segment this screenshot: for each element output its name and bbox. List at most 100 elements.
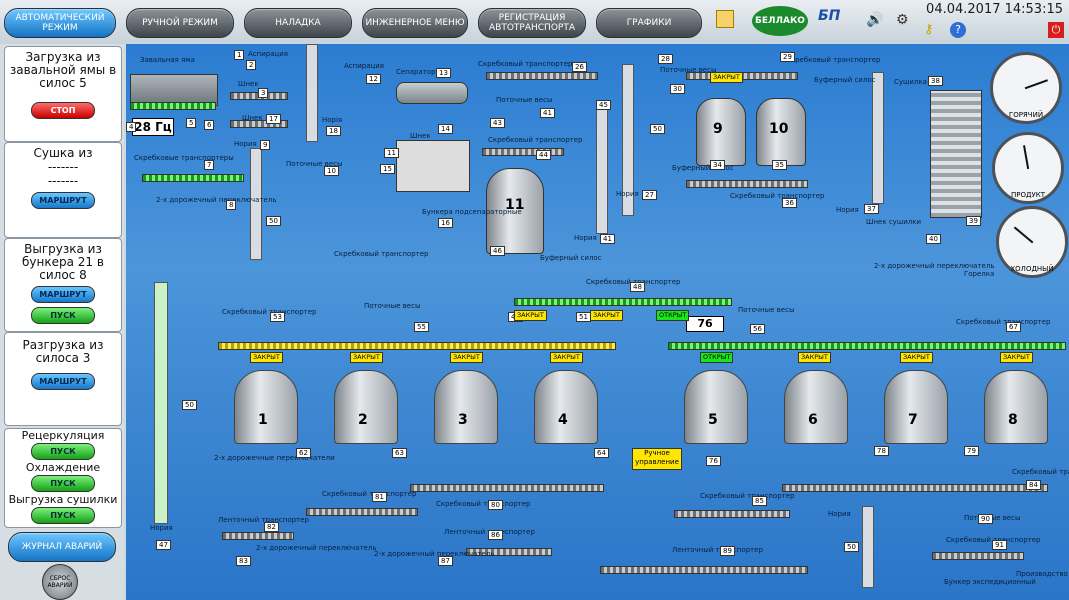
buffer-silo-11[interactable]: 11: [486, 168, 544, 254]
equipment-number[interactable]: 12: [366, 74, 381, 84]
equipment-number[interactable]: 82: [264, 522, 279, 532]
silo-6[interactable]: 6: [778, 362, 852, 444]
manual-control-button[interactable]: Ручное управление: [632, 448, 682, 470]
scraper-conveyor-44[interactable]: [482, 148, 564, 156]
equipment-number[interactable]: 51: [576, 312, 591, 322]
settings-icon[interactable]: ⚙: [896, 12, 909, 28]
buffer-silo-10[interactable]: 10: [756, 98, 806, 166]
equipment-number[interactable]: 41: [540, 108, 555, 118]
equipment-number[interactable]: 40: [926, 234, 941, 244]
equipment-number[interactable]: 18: [326, 126, 341, 136]
equipment-number[interactable]: 6: [204, 120, 215, 130]
reset-alarms-button[interactable]: СБРОС АВАРИЙ: [42, 564, 78, 600]
scraper-conveyor-53[interactable]: [218, 342, 616, 350]
gate-status-badge[interactable]: ОТКРЫТ: [700, 352, 734, 363]
silo-8[interactable]: 8: [978, 362, 1052, 444]
scraper-conveyor-36[interactable]: [686, 180, 808, 188]
route-button[interactable]: МАРШРУТ: [31, 286, 95, 303]
scraper-conveyor-91[interactable]: [932, 552, 1024, 560]
scraper-conveyor-7[interactable]: [142, 174, 244, 182]
equipment-number[interactable]: 90: [978, 514, 993, 524]
equipment-number[interactable]: 81: [372, 492, 387, 502]
scraper-conveyor-85[interactable]: [674, 510, 790, 518]
equipment-number[interactable]: 89: [720, 546, 735, 556]
belt-conveyor-86[interactable]: [466, 548, 552, 556]
scraper-conveyor-84[interactable]: [782, 484, 1048, 492]
dryer[interactable]: [930, 90, 982, 218]
silo-1[interactable]: 1: [228, 362, 302, 444]
equipment-number[interactable]: 43: [490, 118, 505, 128]
equipment-number[interactable]: 85: [752, 496, 767, 506]
dryer-unload-start-button[interactable]: ПУСК: [31, 507, 95, 524]
gate-status-badge[interactable]: ЗАКРЫТ: [450, 352, 483, 363]
equipment-number[interactable]: 7: [204, 160, 215, 170]
equipment-number[interactable]: 4: [126, 122, 137, 132]
nav-engineering-menu[interactable]: ИНЖЕНЕРНОЕ МЕНЮ: [362, 8, 468, 38]
silo-4[interactable]: 4: [528, 362, 602, 444]
equipment-number[interactable]: 62: [296, 448, 311, 458]
report-icon[interactable]: [716, 10, 734, 28]
equipment-number[interactable]: 10: [324, 166, 339, 176]
separator[interactable]: [396, 82, 468, 104]
equipment-number[interactable]: 63: [392, 448, 407, 458]
nav-vehicle-registration[interactable]: РЕГИСТРАЦИЯ АВТОТРАНСПОРТА: [478, 8, 586, 38]
scraper-conveyor-81[interactable]: [306, 508, 418, 516]
elevator-88[interactable]: [862, 506, 874, 588]
equipment-number[interactable]: 78: [874, 446, 889, 456]
help-icon[interactable]: ?: [950, 22, 966, 38]
equipment-number[interactable]: 53: [270, 312, 285, 322]
equipment-number[interactable]: 26: [572, 62, 587, 72]
stop-button[interactable]: СТОП: [31, 102, 95, 119]
nav-manual-mode[interactable]: РУЧНОЙ РЕЖИМ: [126, 8, 234, 38]
equipment-number[interactable]: 45: [596, 100, 611, 110]
equipment-number[interactable]: 84: [1026, 480, 1041, 490]
equipment-number[interactable]: 13: [436, 68, 451, 78]
equipment-number[interactable]: 46: [490, 246, 505, 256]
equipment-number[interactable]: 8: [226, 200, 237, 210]
scraper-conveyor-26[interactable]: [486, 72, 598, 80]
gate-status-badge[interactable]: ЗАКРЫТ: [900, 352, 933, 363]
equipment-number[interactable]: 14: [438, 124, 453, 134]
equipment-number[interactable]: 79: [964, 446, 979, 456]
equipment-number[interactable]: 3: [258, 88, 269, 98]
equipment-number[interactable]: 9: [260, 140, 271, 150]
equipment-number[interactable]: 64: [594, 448, 609, 458]
equipment-number[interactable]: 91: [992, 540, 1007, 550]
equipment-number[interactable]: 86: [488, 530, 503, 540]
power-icon[interactable]: ⏻: [1048, 22, 1064, 38]
elevator-47[interactable]: [154, 282, 168, 524]
elevator-27[interactable]: [622, 64, 634, 216]
equipment-number[interactable]: 35: [772, 160, 787, 170]
equipment-number[interactable]: 83: [236, 556, 251, 566]
gate-status-badge[interactable]: ЗАКРЫТ: [514, 310, 547, 321]
nav-graphs[interactable]: ГРАФИКИ: [596, 8, 702, 38]
equipment-number[interactable]: 48: [630, 282, 645, 292]
elevator-37[interactable]: [872, 72, 884, 204]
equipment-number[interactable]: 87: [438, 556, 453, 566]
route-button[interactable]: МАРШРУТ: [31, 192, 95, 209]
gate-status-badge[interactable]: ЗАКРЫТ: [550, 352, 583, 363]
equipment-number[interactable]: 29: [780, 52, 795, 62]
equipment-number[interactable]: 37: [864, 204, 879, 214]
scraper-conveyor-67[interactable]: [668, 342, 1066, 350]
nav-auto-mode[interactable]: АВТОМАТИЧЕСКИЙ РЕЖИМ: [4, 8, 116, 38]
belt-conveyor-82[interactable]: [222, 532, 294, 540]
equipment-number[interactable]: 27: [642, 190, 657, 200]
equipment-number[interactable]: 44: [536, 150, 551, 160]
nav-setup[interactable]: НАЛАДКА: [244, 8, 352, 38]
equipment-number[interactable]: 47: [156, 540, 171, 550]
alarm-journal-button[interactable]: ЖУРНАЛ АВАРИЙ: [8, 532, 116, 562]
belt-conveyor-89[interactable]: [600, 566, 808, 574]
gate-status-badge[interactable]: ОТКРЫТ: [656, 310, 690, 321]
equipment-number[interactable]: 30: [670, 84, 685, 94]
equipment-number[interactable]: 34: [710, 160, 725, 170]
silo-2[interactable]: 2: [328, 362, 402, 444]
equipment-number[interactable]: 16: [438, 218, 453, 228]
equipment-number[interactable]: 36: [782, 198, 797, 208]
equipment-number[interactable]: 28: [658, 54, 673, 64]
scraper-conveyor-80[interactable]: [410, 484, 604, 492]
equipment-number[interactable]: 56: [750, 324, 765, 334]
route-button[interactable]: МАРШРУТ: [31, 373, 95, 390]
scraper-conveyor-48[interactable]: [514, 298, 732, 306]
equipment-number[interactable]: 39: [966, 216, 981, 226]
